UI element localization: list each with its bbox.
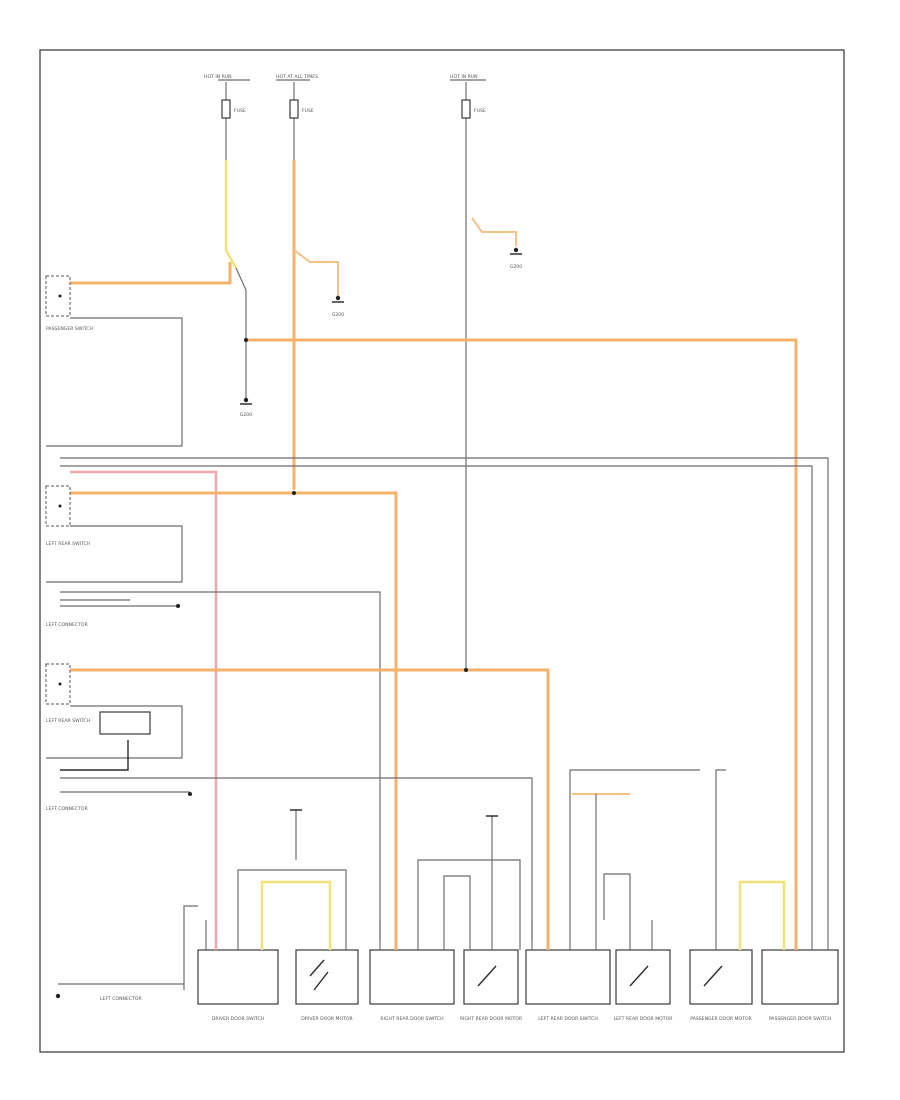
passenger-door-switch-box bbox=[761, 949, 839, 1005]
connector-group-2: LEFT CONNECTOR bbox=[46, 740, 533, 940]
left-rear-switch-label: LEFT REAR SWITCH bbox=[46, 541, 90, 547]
mid-connector-3 bbox=[443, 875, 471, 920]
yellow-wire-3 bbox=[738, 880, 786, 900]
left-rear-door-switch-box bbox=[525, 949, 611, 1005]
ground-mid-2-icon bbox=[486, 815, 498, 860]
ground-lead-1 bbox=[235, 267, 247, 400]
module-label-7: PASSENGER DOOR SWITCH bbox=[769, 1016, 831, 1022]
module-label-3: RIGHT REAR DOOR MOTOR bbox=[460, 1016, 523, 1022]
hot-in-run-label: HOT IN RUN bbox=[204, 74, 232, 80]
module-label-6: PASSENGER DOOR MOTOR bbox=[690, 1016, 752, 1022]
right-junction-b bbox=[715, 769, 726, 920]
motor-switch-glyphs bbox=[309, 959, 723, 991]
right-rear-door-motor-box bbox=[463, 949, 519, 1005]
hot-at-all-times-label: HOT AT ALL TIMES bbox=[276, 74, 318, 80]
mid-connector-2 bbox=[417, 859, 521, 920]
bottom-left-connector bbox=[183, 905, 198, 990]
mid-connector-4 bbox=[603, 873, 631, 920]
ground-3-icon bbox=[510, 247, 522, 255]
module-label-5: LEFT REAR DOOR MOTOR bbox=[614, 1016, 674, 1022]
diagram-frame bbox=[39, 49, 845, 1053]
fuse-2-icon bbox=[289, 99, 299, 119]
gray-bus-466 bbox=[60, 465, 813, 920]
ground-2-label: G200 bbox=[332, 312, 344, 318]
orange-wire-passenger bbox=[70, 262, 232, 285]
orange-bus-340 bbox=[246, 338, 798, 920]
passenger-switch: PASSENGER SWITCH bbox=[45, 275, 183, 447]
left-rear-door-motor-box bbox=[615, 949, 671, 1005]
ground-2-icon bbox=[332, 295, 344, 303]
module-pins bbox=[205, 860, 829, 950]
ground-3-label: G200 bbox=[510, 264, 522, 270]
ground-1-label: G200 bbox=[240, 412, 252, 418]
orange-row-493 bbox=[70, 491, 398, 940]
right-junction-a bbox=[569, 769, 700, 920]
orange-branch-ground bbox=[293, 249, 339, 296]
driver-door-motor-box bbox=[295, 949, 359, 1005]
connector-group-1: LEFT CONNECTOR bbox=[46, 591, 381, 940]
right-rear-door-switch-box bbox=[369, 949, 455, 1005]
left-rear-switch: LEFT REAR SWITCH bbox=[45, 485, 183, 583]
passenger-door-motor-box bbox=[689, 949, 753, 1005]
module-label-1: DRIVER DOOR MOTOR bbox=[301, 1016, 353, 1022]
yellow-wire-2 bbox=[260, 880, 332, 900]
pink-wire bbox=[70, 470, 218, 940]
fuse-stubs: FUSE FUSE FUSE bbox=[221, 82, 486, 160]
module-label-2: RIGHT REAR DOOR SWITCH bbox=[380, 1016, 443, 1022]
hot-in-run-label-2: HOT IN RUN bbox=[450, 74, 478, 80]
ground-1-icon bbox=[240, 397, 252, 405]
yellow-wire-1 bbox=[224, 160, 238, 269]
passenger-switch-label: PASSENGER SWITCH bbox=[46, 326, 93, 332]
orange-row-670 bbox=[70, 668, 550, 940]
fuse-3-icon bbox=[461, 99, 471, 119]
left-connector-label: LEFT CONNECTOR bbox=[46, 622, 89, 628]
left-rear-switch-2: LEFT REAR SWITCH bbox=[45, 663, 183, 759]
left-connector-2-label: LEFT CONNECTOR bbox=[46, 806, 89, 812]
module-box bbox=[99, 711, 151, 735]
bottom-left-label: LEFT CONNECTOR bbox=[100, 996, 143, 1002]
ground-mid-1-icon bbox=[290, 809, 302, 860]
module-row bbox=[197, 949, 839, 1005]
power-source-left: HOT IN RUN HOT AT ALL TIMES HOT IN RUN bbox=[204, 74, 486, 81]
driver-door-switch-box bbox=[197, 949, 279, 1005]
mid-connector-1 bbox=[237, 869, 347, 920]
fuse-1-label: FUSE bbox=[234, 108, 246, 114]
right-ground-branch bbox=[471, 217, 517, 246]
module-label-4: LEFT REAR DOOR SWITCH bbox=[538, 1016, 598, 1022]
gray-bus-458 bbox=[60, 457, 829, 920]
fuse-1-icon bbox=[221, 99, 231, 119]
fuse-3-label: FUSE bbox=[474, 108, 486, 114]
fuse-2-label: FUSE bbox=[302, 108, 314, 114]
module-label-0: DRIVER DOOR SWITCH bbox=[212, 1016, 264, 1022]
left-rear-switch-2-label: LEFT REAR SWITCH bbox=[46, 718, 90, 724]
